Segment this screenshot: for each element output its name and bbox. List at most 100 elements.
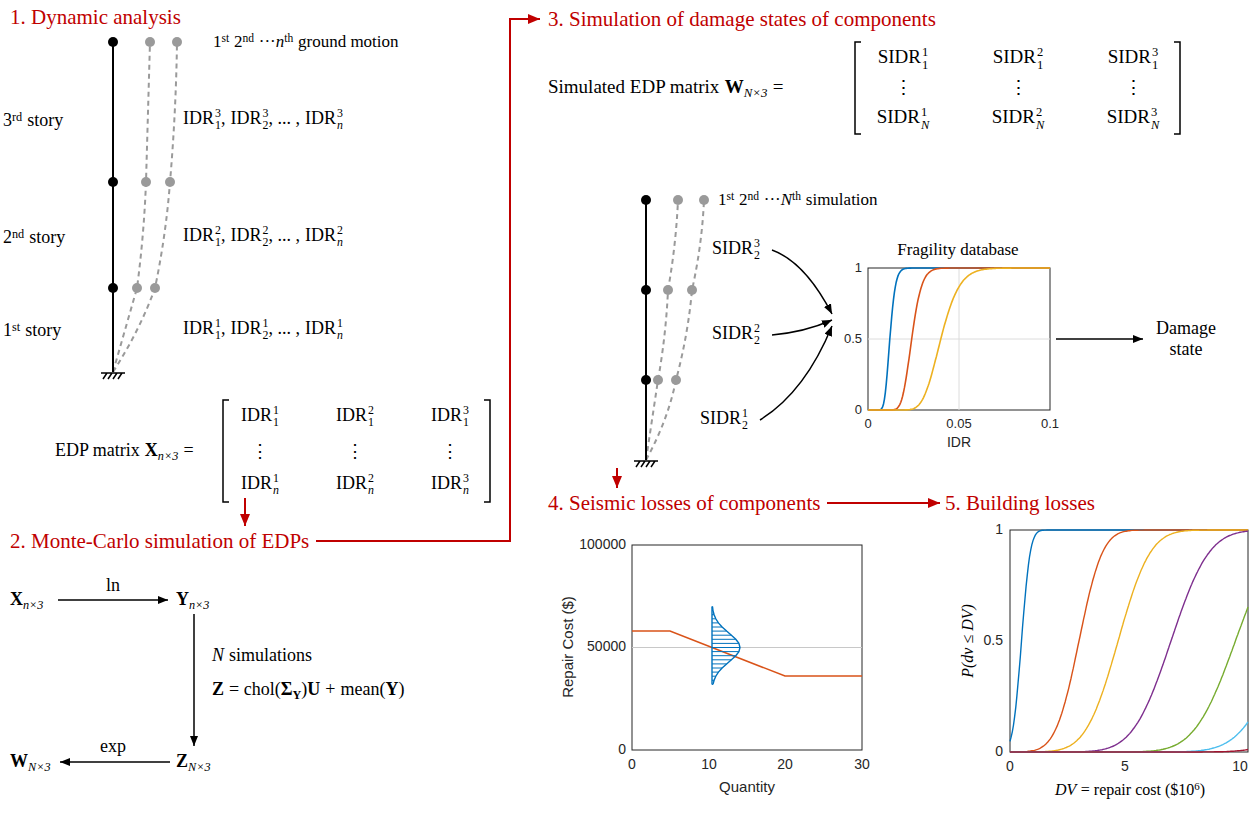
flow-arrow-part: [193, 614, 195, 746]
axis-tick-group: 0: [628, 756, 636, 774]
matrix-name-group: EDP matrixXn×3=: [55, 439, 194, 464]
idr-series-group: IDR11,IDR12, ... ,IDR1n: [183, 317, 343, 342]
formula: ): [301, 679, 307, 699]
matrix-cell: SIDR: [992, 106, 1035, 127]
axis-tick-group: 1: [995, 521, 1003, 539]
loss-cdf-chart-part: [1010, 530, 1248, 752]
index-stack: 22: [754, 324, 760, 348]
section-heading: 1. Dynamic analysis: [10, 4, 181, 30]
flow-connector: [244, 498, 246, 526]
axis-tick: 0: [995, 743, 1003, 759]
formula: +: [325, 679, 335, 699]
matrix-cell-group: IDR1n: [241, 472, 279, 497]
structure-model: [634, 195, 709, 467]
subscript: 2: [262, 331, 268, 343]
axis-title-group: P(dv ≤ DV): [958, 604, 978, 678]
matrix-cell: IDR: [241, 473, 272, 493]
repair-cost-chart: [632, 545, 862, 750]
matrix-dots-group: ⋮: [894, 76, 913, 100]
axis-tick: 0: [864, 416, 871, 431]
subscript: N: [1151, 119, 1159, 132]
pointer-arrow: [760, 250, 1143, 420]
axis-tick: 1: [855, 260, 862, 275]
axis-tick: 0.5: [984, 632, 1003, 648]
structure-model-part: [671, 375, 681, 385]
axis-tick-group: 50000: [587, 638, 626, 656]
ordinal-heading: st: [727, 190, 735, 203]
matrix-cell: SIDR: [877, 106, 920, 127]
subscript: n: [337, 121, 343, 133]
ordinal-heading: st: [222, 32, 230, 45]
idr-series-group: IDR21,IDR22, ... ,IDR2n: [183, 224, 343, 249]
superscript: 3: [463, 474, 469, 486]
idr-series: ,: [221, 108, 226, 128]
repair-cost-chart-part: [632, 631, 862, 676]
subscript: n: [368, 486, 374, 498]
index-stack: 1N: [921, 106, 929, 131]
idr-series-group: IDR31,IDR32, ... ,IDR3n: [183, 107, 343, 132]
axis-title: ): [1200, 781, 1205, 798]
flow-connector: [827, 502, 940, 504]
output-label: Damage state: [1156, 318, 1216, 359]
formula: Y: [386, 679, 399, 699]
ordinal-heading: ···: [764, 190, 781, 209]
pointer-arrow-part: [760, 326, 832, 420]
superscript: 1: [922, 46, 928, 59]
matrix-name: =: [183, 440, 193, 460]
matrix-symbol-group: Xn×3: [10, 588, 44, 613]
flow-arrow-part: [60, 761, 170, 763]
matrix-symbol: n×3: [189, 597, 210, 611]
distribution-axis: [711, 607, 712, 685]
axis-tick-group: 0: [995, 743, 1003, 761]
subscript: 1: [368, 418, 374, 430]
subscript: 2: [262, 238, 268, 250]
structure-model-part: [646, 200, 678, 460]
subscript: N: [921, 119, 929, 132]
matrix-name: N×3: [744, 85, 768, 100]
sidr-label: SIDR: [712, 238, 753, 258]
matrix-symbol-group: ZN×3: [176, 750, 211, 775]
superscript: 3: [1151, 106, 1159, 119]
axis-title-group: Quantity: [719, 778, 775, 797]
ordinal-heading: th: [284, 32, 293, 45]
loss-cdf-curve: [1010, 530, 1248, 741]
operation-label: exp: [100, 736, 126, 756]
structure-model-part: [645, 200, 647, 460]
matrix-symbol: W: [10, 751, 28, 771]
story-label-group: 3rdstory: [3, 109, 63, 132]
idr-series: IDR: [305, 225, 336, 245]
axis-tick-group: 10: [1232, 758, 1248, 776]
matrix-cell: SIDR: [878, 46, 921, 67]
matrix-cell: SIDR: [1107, 106, 1150, 127]
subscript: n: [273, 486, 279, 498]
story-label: story: [27, 110, 63, 130]
axis-tick: 0.1: [1041, 416, 1059, 431]
axis-tick: 0: [1006, 758, 1014, 774]
superscript: 1: [337, 319, 343, 331]
axis-tick-group: 0: [1006, 758, 1014, 776]
matrix-bracket-part: [484, 400, 490, 502]
superscript: 3: [262, 109, 268, 121]
index-stack: 3n: [463, 474, 469, 498]
superscript: 2: [1036, 106, 1044, 119]
ordinal-heading: 2: [739, 190, 748, 209]
matrix-cell: SIDR: [1108, 46, 1151, 67]
matrix-dots-group: ⋮: [1124, 76, 1143, 100]
axis-tick: 50000: [587, 638, 626, 654]
matrix-symbol: Y: [176, 589, 189, 609]
ordinal-heading: th: [792, 190, 801, 203]
superscript: 3: [1152, 46, 1158, 59]
chart-title-group: Fragility database: [897, 239, 1018, 260]
matrix-cell-group: SIDR2N: [992, 105, 1045, 131]
matrix-cell-group: IDR2n: [336, 472, 374, 497]
axis-tick-group: 0: [855, 402, 862, 418]
repair-cost-chart-part: [632, 647, 862, 648]
subscript: 1: [273, 418, 279, 430]
ordinal-heading: 2: [234, 32, 243, 51]
ordinal-heading: ground motion: [298, 32, 399, 51]
superscript: 3: [463, 406, 469, 418]
axis-title-group: DV= repair cost ($106): [1055, 780, 1205, 800]
structure-model: [101, 37, 182, 379]
flow-connector: [316, 19, 540, 541]
axis-tick: 0: [628, 756, 636, 772]
